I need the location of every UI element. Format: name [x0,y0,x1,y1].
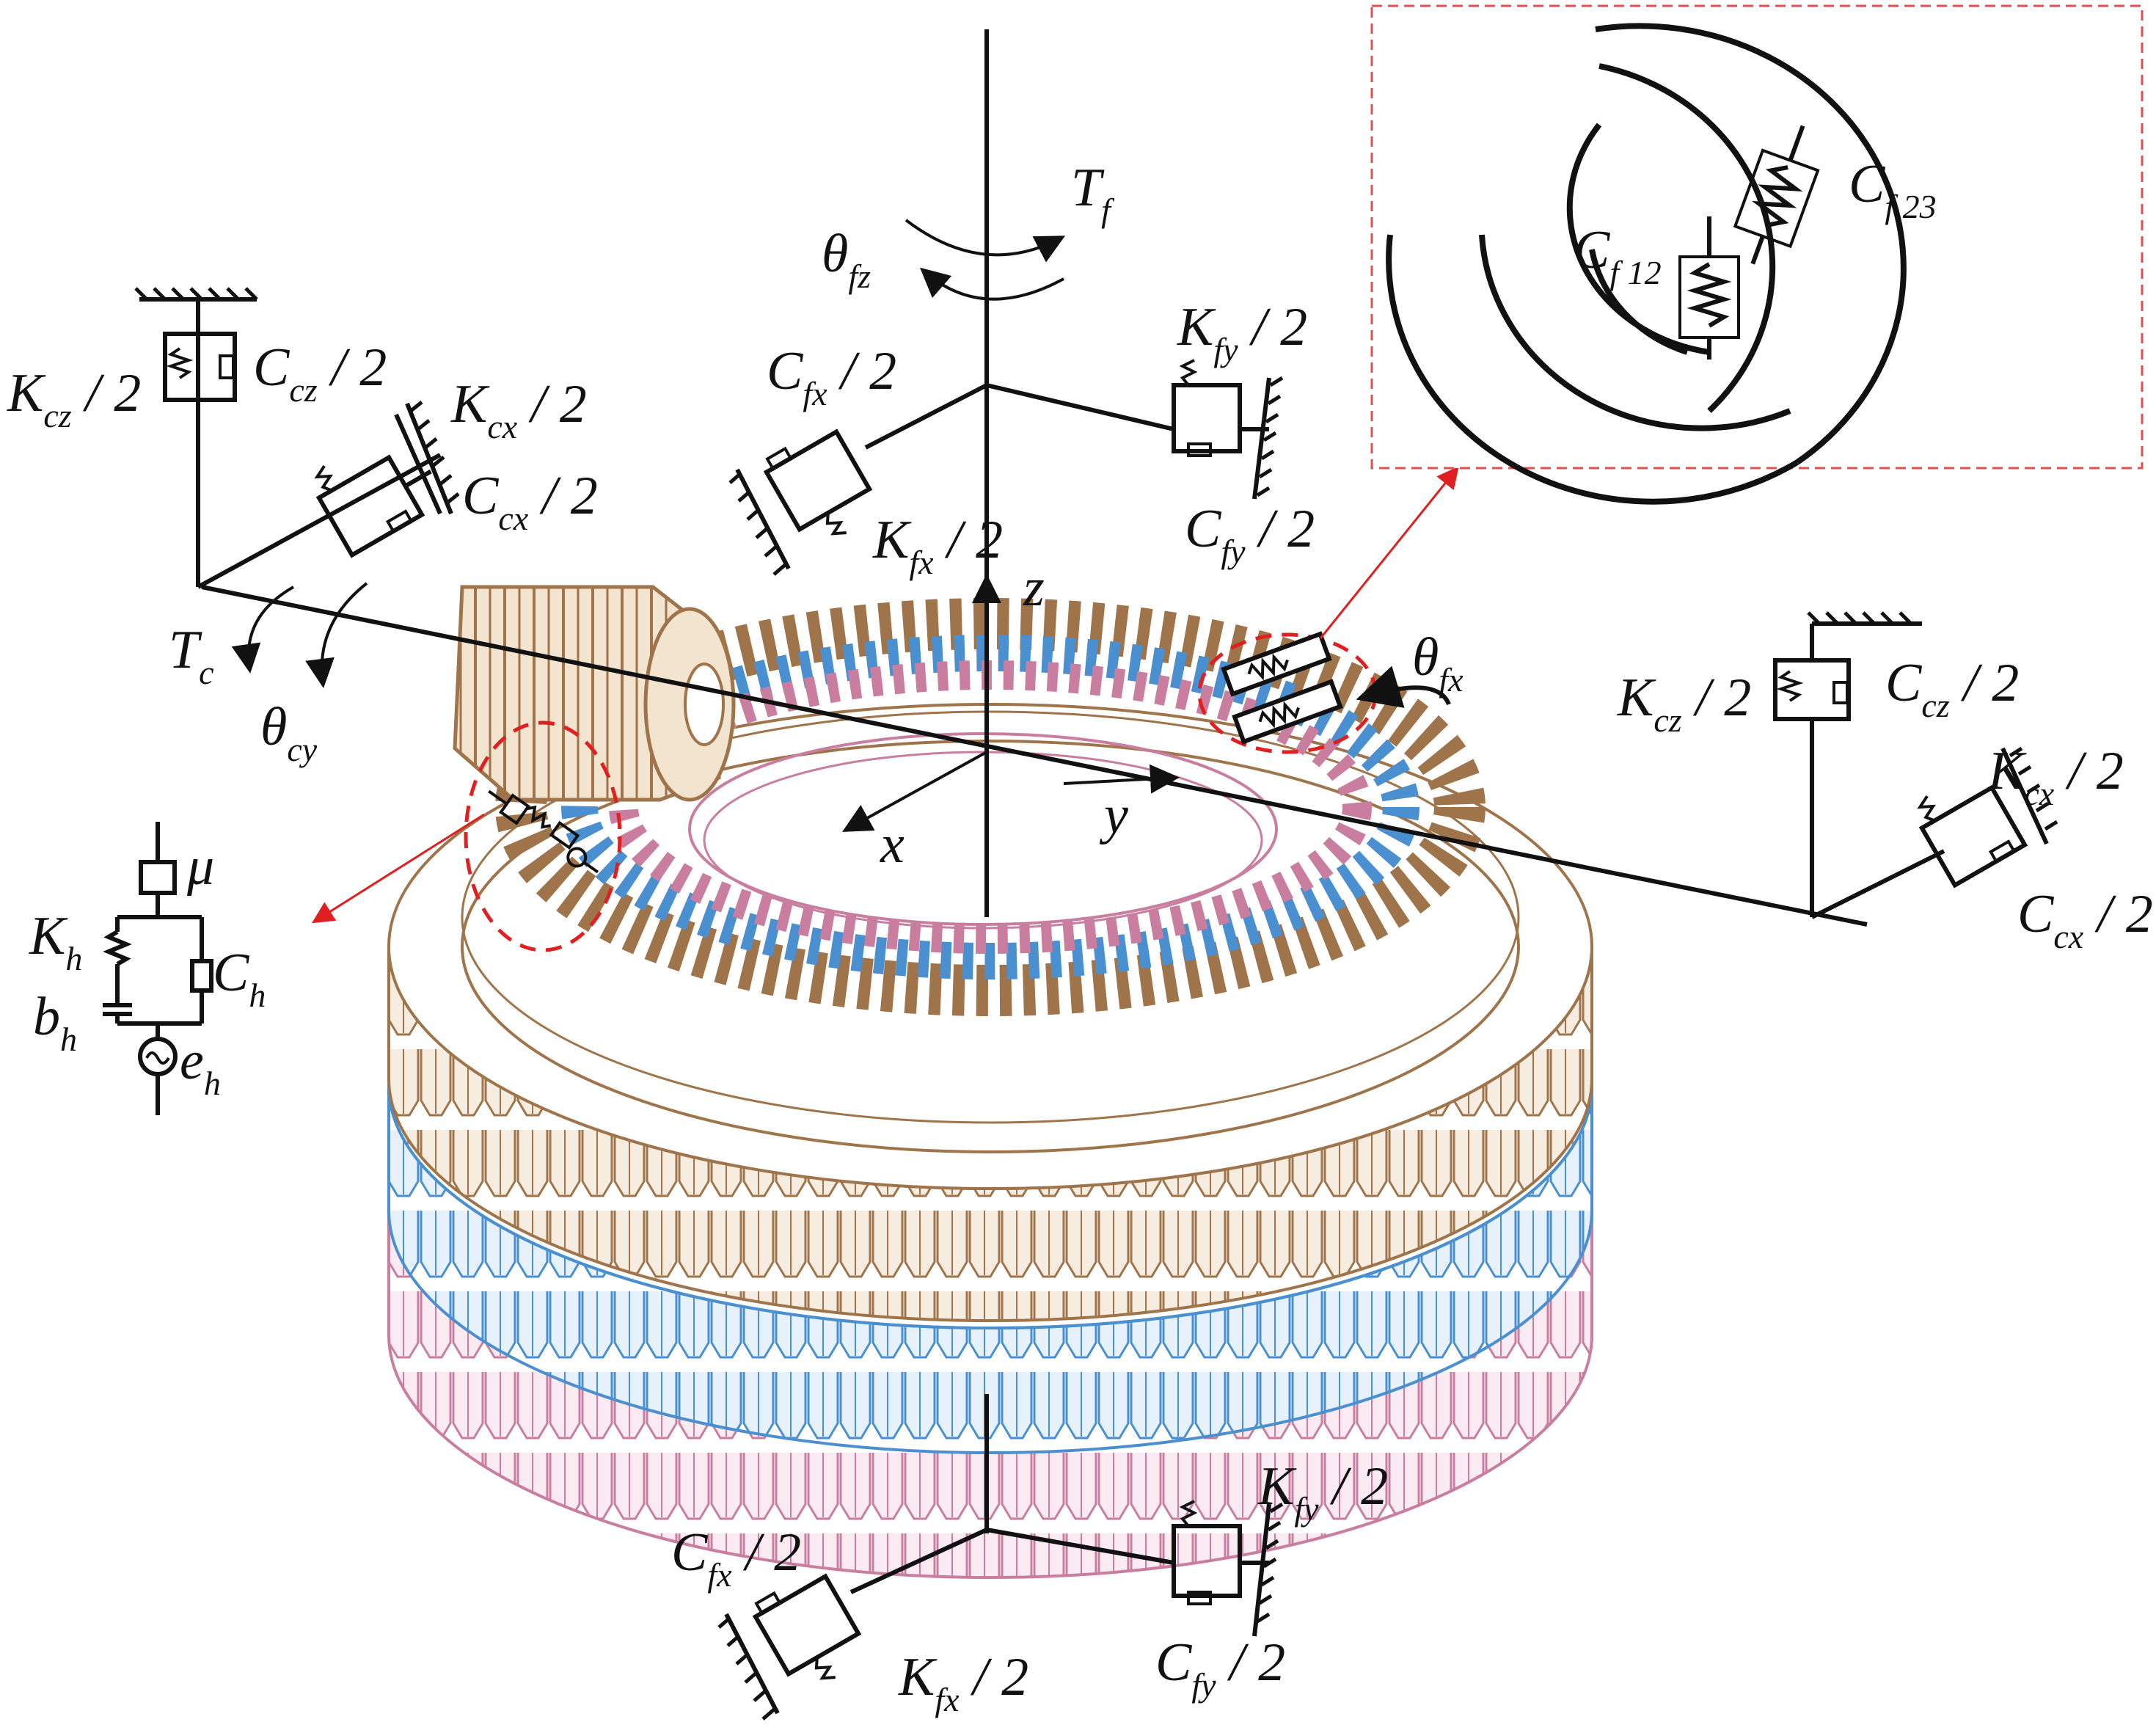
planet-gear-rings [387,598,1593,1579]
bottom-frame-support [717,1500,1284,1721]
label-Cf23: Cf 23 [1849,154,1937,225]
label-Kcz-half-right: Kcz / 2 [1617,668,1751,739]
pinion-gear [453,585,736,802]
label-Kfx-half-bottom: Kfx / 2 [898,1647,1028,1718]
label-Cfx-half-bottom: Cfx / 2 [671,1522,801,1594]
mesh-detail-marker [311,720,622,952]
label-mu: μ [186,836,214,897]
label-z-axis: z [1023,558,1045,618]
label-Kcx-half-left: Kcx / 2 [450,374,587,445]
label-Ccx-half-right: Ccx / 2 [2017,884,2153,955]
diagram-labels: Tf θfz Kcz / 2 Ccz / 2 Kcx / 2 Ccx / 2 C… [7,154,2153,1718]
label-Ccx-half-left: Ccx / 2 [462,466,598,537]
label-Cfy-half-bottom: Cfy / 2 [1155,1632,1285,1704]
left-carrier-support [134,287,460,688]
label-Cfx-half-top: Cfx / 2 [767,341,896,412]
label-x-axis: x [880,814,905,875]
label-Kfx-half-top: Kfx / 2 [872,510,1003,581]
label-Kfy-half-bottom: Kfy / 2 [1257,1456,1388,1528]
top-frame-support [728,359,1284,576]
label-theta-fx: θfx [1412,627,1463,698]
label-theta-fz: θfz [822,224,871,295]
coupling-stiffness-inset [1370,4,2144,505]
label-Cfy-half-top: Cfy / 2 [1185,499,1315,570]
label-Tf: Tf [1071,158,1115,229]
right-carrier-support [1773,611,2058,919]
label-Kcz-half-left: Kcz / 2 [7,363,141,434]
label-Kh: Kh [29,906,82,977]
label-Ch: Ch [213,943,266,1014]
coordinate-axes [201,29,1868,1533]
mesh-model-schematic [103,822,213,1115]
label-eh: eh [180,1031,221,1102]
label-bh: bh [33,987,77,1058]
label-Cf12: Cf 12 [1574,220,1662,291]
face-gear-coupling-marker [1197,466,1459,754]
label-Kcx-half-right: Kcx / 2 [1987,741,2124,812]
label-Kfy-half-top: Kfy / 2 [1177,297,1307,368]
label-theta-cy: θcy [260,697,318,768]
label-Ccz-half-right: Ccz / 2 [1885,653,2019,724]
label-y-axis: y [1099,785,1128,845]
label-Ccz-half-left: Ccz / 2 [253,338,387,409]
label-Tc: Tc [169,620,214,691]
torque-rotation-arrows-top [905,219,1066,301]
internal-face-gears [495,598,1486,1016]
